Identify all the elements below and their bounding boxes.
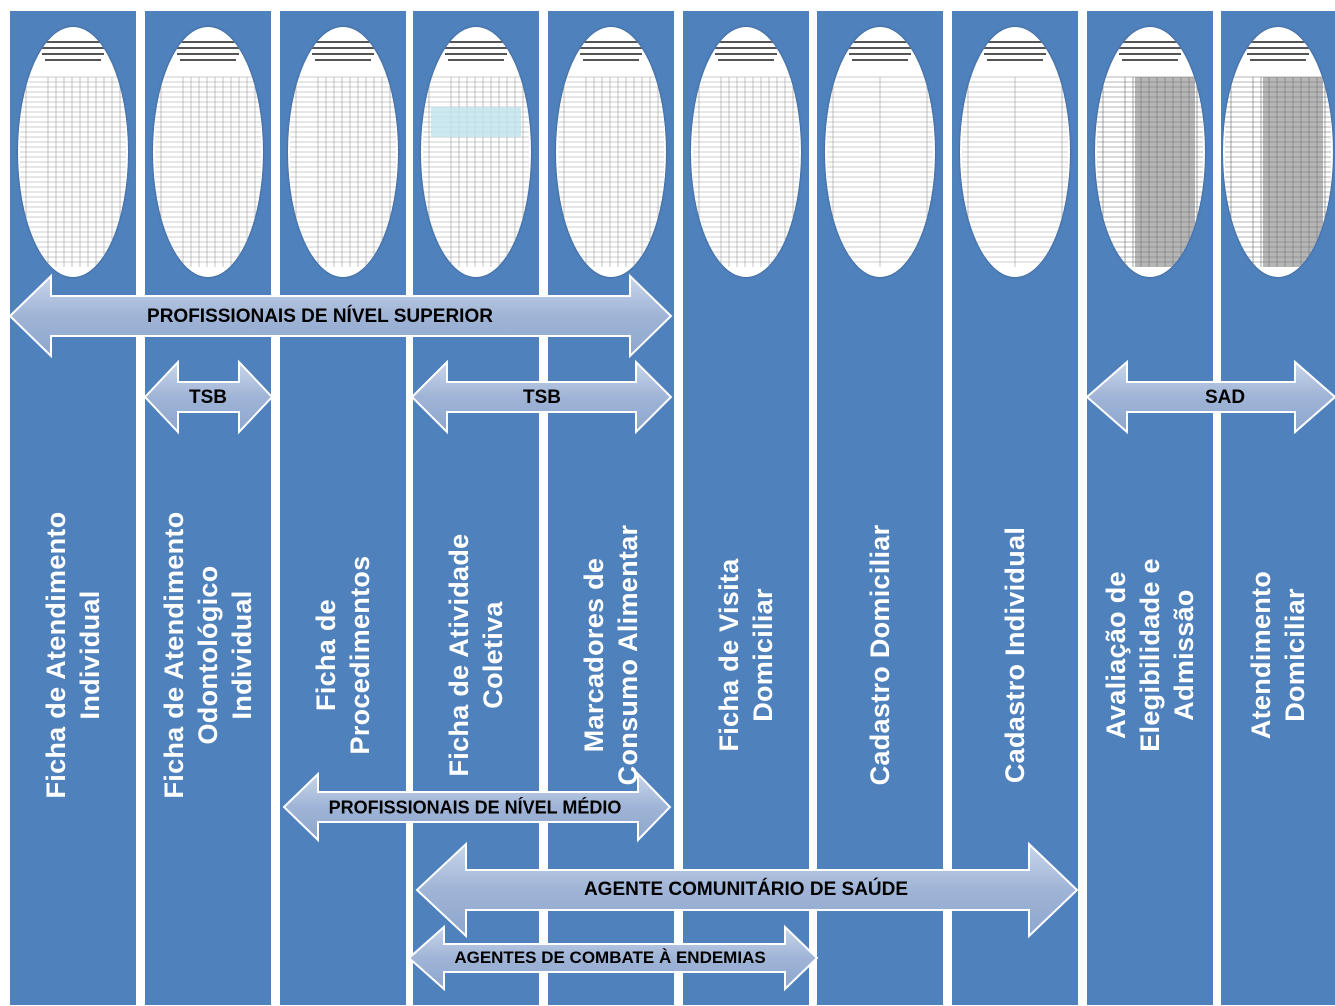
form-thumbnail <box>288 27 398 277</box>
arrow-label-superior: PROFISSIONAIS DE NÍVEL SUPERIOR <box>147 306 493 327</box>
column-label: Avaliação de Elegibilidade e Admissão <box>1101 558 1199 752</box>
column-cadastro-domiciliar: Cadastro Domiciliar <box>817 11 943 1005</box>
form-thumbnail <box>556 27 666 277</box>
column-label: Ficha de Visita Domiciliar <box>714 558 778 752</box>
column-label: Ficha de Atendimento Odontológico Indivi… <box>159 511 257 799</box>
column-label: Cadastro Domiciliar <box>865 524 895 786</box>
form-thumbnail <box>691 27 801 277</box>
column-avaliacao-elegibilidade: Avaliação de Elegibilidade e Admissão <box>1087 11 1213 1005</box>
form-thumbnail <box>825 27 935 277</box>
form-thumbnail <box>18 27 128 277</box>
column-ficha-visita-domiciliar: Ficha de Visita Domiciliar <box>683 11 809 1005</box>
column-atendimento-domiciliar: Atendimento Domiciliar <box>1221 11 1335 1005</box>
form-thumbnail <box>1223 27 1333 277</box>
arrow-label-tsb-left: TSB <box>189 387 227 408</box>
column-ficha-atividade-coletiva: Ficha de Atividade Coletiva <box>413 11 539 1005</box>
form-thumbnail <box>153 27 263 277</box>
form-thumbnail <box>421 27 531 277</box>
column-label: Ficha de Atendimento Individual <box>41 511 105 799</box>
column-marcadores-consumo-alimentar: Marcadores de Consumo Alimentar <box>548 11 674 1005</box>
column-label: Cadastro Individual <box>1000 526 1030 784</box>
column-label: Ficha de Procedimentos <box>311 555 375 755</box>
column-cadastro-individual: Cadastro Individual <box>952 11 1078 1005</box>
form-thumbnail <box>960 27 1070 277</box>
form-thumbnail <box>1095 27 1205 277</box>
arrow-label-sad: SAD <box>1204 387 1246 408</box>
column-ficha-atendimento-odontologico: Ficha de Atendimento Odontológico Indivi… <box>145 11 271 1005</box>
column-ficha-procedimentos: Ficha de Procedimentos <box>280 11 406 1005</box>
column-label: Atendimento Domiciliar <box>1246 570 1310 740</box>
arrow-label-tsb-right: TSB <box>523 387 561 408</box>
column-label: Ficha de Atividade Coletiva <box>444 533 508 777</box>
arrow-label-medio: PROFISSIONAIS DE NÍVEL MÉDIO <box>328 797 622 818</box>
column-ficha-atendimento-individual: Ficha de Atendimento Individual <box>10 11 136 1005</box>
column-label: Marcadores de Consumo Alimentar <box>579 524 643 786</box>
arrow-label-acs: AGENTE COMUNITÁRIO DE SAÚDE <box>583 879 909 900</box>
arrow-label-ace: AGENTES DE COMBATE À ENDEMIAS <box>454 948 766 967</box>
